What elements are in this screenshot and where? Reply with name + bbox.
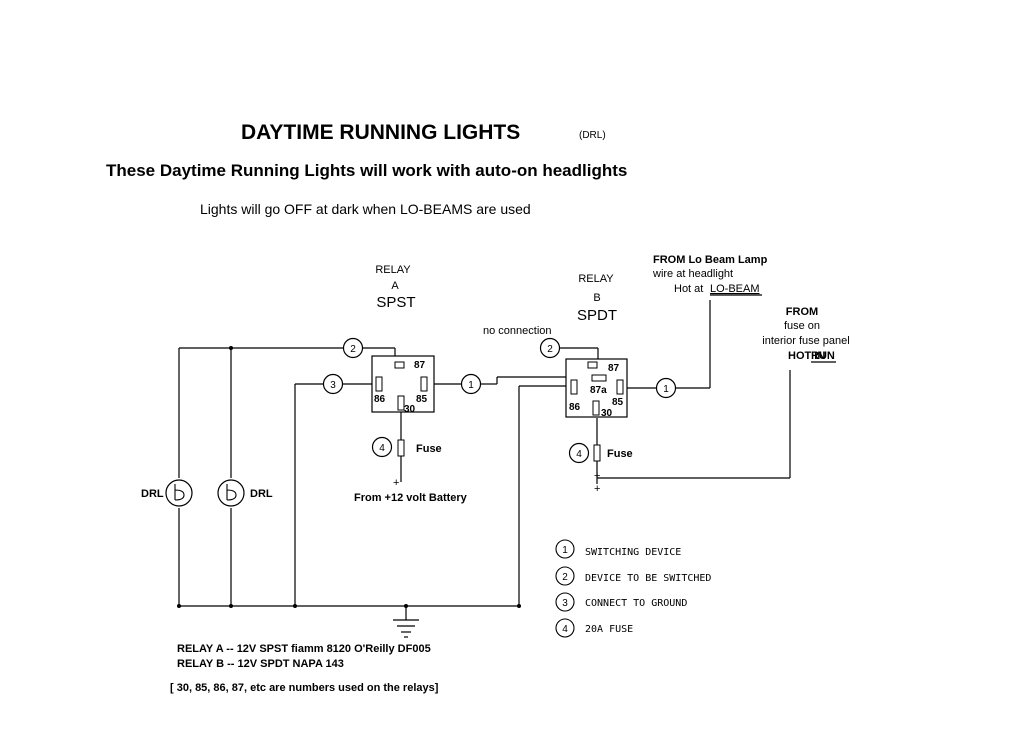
lo-beam-line-3-underlined: LO-BEAM [710,283,760,295]
relay-a-pin-86: 86 [374,394,386,405]
svg-text:4: 4 [562,624,568,635]
relay-b-word: RELAY [578,273,614,285]
lo-beam-line-1: FROM Lo Beam Lamp [653,254,768,266]
drl-left-label: DRL [141,488,164,500]
fuse-a-label: Fuse [416,443,442,455]
relay-b-pin-30: 30 [601,408,613,419]
no-connection-label: no connection [483,325,552,337]
svg-text:4: 4 [576,449,582,460]
fuse-b-icon [593,444,601,462]
relay-a-pin-30: 30 [404,404,416,415]
relay-a-type: SPST [376,294,415,311]
ground-icon [393,606,419,638]
svg-text:CONNECT TO GROUND: CONNECT TO GROUND [585,598,687,609]
battery-source-label: From +12 volt Battery [354,492,468,504]
fuse-a-icon [397,439,405,457]
relay-a-pin-87: 87 [414,360,426,371]
legend-item: 1 SWITCHING DEVICE [555,539,681,559]
relay-a-pin-85: 85 [416,394,428,405]
wires [178,300,791,607]
drl-lamp-left-icon [165,479,193,507]
marker-2-relay-b: 2 [539,337,561,359]
legend-item: 2 DEVICE TO BE SWITCHED [555,566,711,586]
svg-text:4: 4 [379,443,385,454]
relay-b-letter: B [593,292,600,304]
svg-text:2: 2 [562,572,568,583]
marker-2-relay-a: 2 [342,337,364,359]
diagram-subtitle: These Daytime Running Lights will work w… [106,161,627,180]
parts-footnote: [ 30, 85, 86, 87, etc are numbers used o… [170,682,439,694]
legend-item: 4 20A FUSE [555,618,633,638]
relay-a-word: RELAY [375,264,411,276]
relay-b: 87 87a 86 85 30 [565,358,628,419]
parts-relay-b: RELAY B -- 12V SPDT NAPA 143 [177,658,344,670]
parts-relay-a: RELAY A -- 12V SPST fiamm 8120 O'Reilly … [177,643,431,655]
marker-4-relay-a: 4 [371,436,393,458]
legend: 1 SWITCHING DEVICE 2 DEVICE TO BE SWITCH… [555,539,711,638]
drl-lamp-right-icon [217,479,245,507]
relay-b-type: SPDT [577,307,617,324]
lo-beam-line-2: wire at headlight [652,268,733,280]
diagram-title-abbr: (DRL) [579,130,606,141]
relay-b-pin-87: 87 [608,363,620,374]
fuse-source-line-4-prefix: HOT IN [788,350,825,362]
fuse-b-label: Fuse [607,448,633,460]
lo-beam-line-3-prefix: Hot at [674,283,703,295]
fuse-a-plus: + [393,477,399,489]
fuse-source-line-1: FROM [786,306,818,318]
svg-text:3: 3 [330,380,336,391]
svg-text:2: 2 [547,344,553,355]
fuse-b-plus-top: + [594,470,600,482]
junction-dots [177,346,521,608]
svg-text:3: 3 [562,598,568,609]
fuse-source-line-4-underlined: RUN [811,350,835,362]
diagram-title: DAYTIME RUNNING LIGHTS [241,121,520,144]
svg-text:SWITCHING DEVICE: SWITCHING DEVICE [585,547,681,558]
marker-1-relay-b: 1 [655,377,677,399]
relay-b-pin-87a: 87a [590,385,607,396]
marker-4-relay-b: 4 [568,442,590,464]
svg-text:DEVICE TO BE SWITCHED: DEVICE TO BE SWITCHED [585,573,711,584]
marker-3-relay-a: 3 [322,373,344,395]
diagram-note: Lights will go OFF at dark when LO-BEAMS… [200,201,531,217]
fuse-source-line-3: interior fuse panel [762,335,849,347]
fuse-source-line-2: fuse on [784,320,820,332]
fuse-b-plus: + [594,483,600,495]
svg-text:1: 1 [468,380,474,391]
svg-text:1: 1 [663,384,669,395]
legend-item: 3 CONNECT TO GROUND [555,592,687,612]
marker-1-relay-a: 1 [460,373,482,395]
svg-text:1: 1 [562,545,568,556]
svg-text:20A FUSE: 20A FUSE [585,624,633,635]
relay-b-pin-85: 85 [612,397,624,408]
drl-right-label: DRL [250,488,273,500]
relay-a-letter: A [391,280,399,292]
relay-b-pin-86: 86 [569,402,581,413]
relay-a: 87 86 85 30 [371,355,435,415]
svg-text:2: 2 [350,344,356,355]
